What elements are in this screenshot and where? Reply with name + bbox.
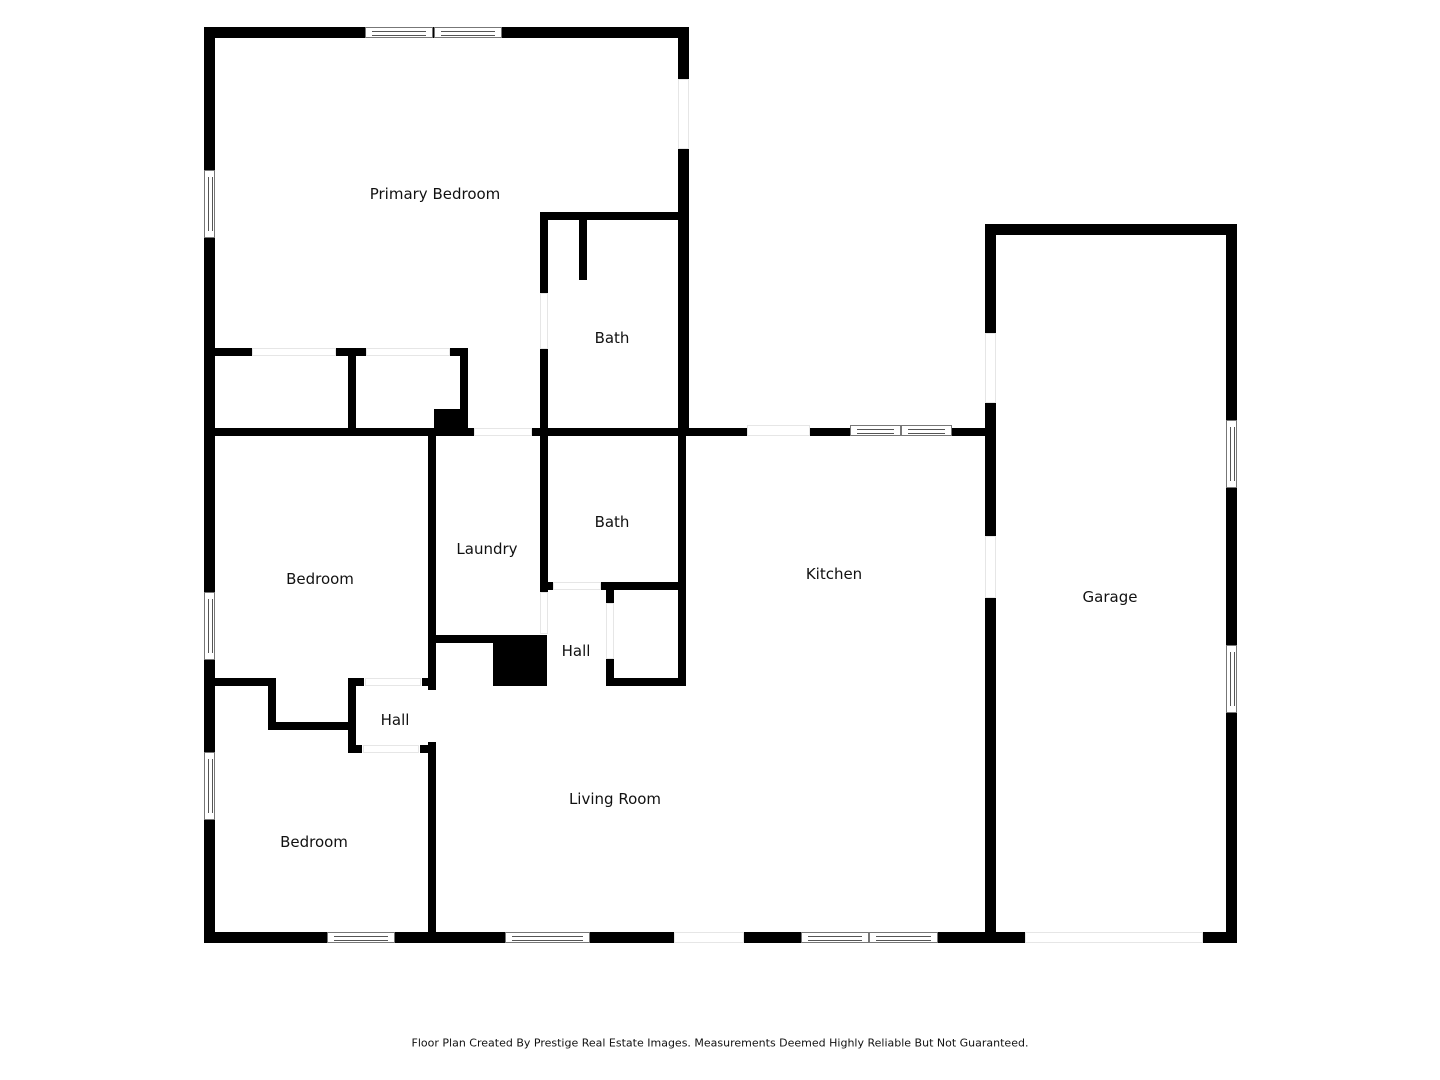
room-label-hall-1: Hall	[561, 642, 591, 660]
window	[901, 425, 952, 436]
wall	[204, 428, 996, 436]
closet-door	[252, 348, 336, 356]
room-label-bedroom-2: Bedroom	[280, 833, 348, 851]
wall	[985, 598, 996, 943]
window	[1226, 645, 1237, 713]
window	[204, 170, 215, 238]
wall	[678, 428, 686, 686]
wall	[428, 635, 546, 643]
wall	[460, 348, 468, 434]
room-label-kitchen: Kitchen	[805, 565, 863, 583]
room-label-bath-2: Bath	[594, 513, 630, 531]
front-door	[674, 932, 744, 943]
wall	[540, 428, 548, 592]
door-opening	[985, 333, 996, 403]
wall	[606, 678, 686, 686]
wall	[204, 27, 215, 943]
room-label-hall-2: Hall	[380, 711, 410, 729]
garage-door	[1025, 932, 1203, 943]
room-label-laundry: Laundry	[456, 540, 518, 558]
room-label-primary-bath: Bath	[594, 329, 630, 347]
door-opening	[678, 79, 689, 149]
door-opening	[363, 745, 419, 753]
window	[327, 932, 395, 943]
wall	[985, 224, 996, 333]
wall	[428, 742, 436, 942]
door-opening	[606, 603, 614, 659]
wall	[268, 722, 356, 730]
room-label-bedroom-1: Bedroom	[286, 570, 354, 588]
window	[204, 592, 215, 660]
wall	[348, 678, 356, 753]
room-label-garage: Garage	[1082, 588, 1138, 606]
room-label-primary-bedroom: Primary Bedroom	[369, 185, 501, 203]
window	[204, 752, 215, 820]
wall	[678, 27, 689, 436]
door-opening	[540, 592, 548, 634]
wall	[204, 678, 276, 686]
wall	[540, 212, 688, 220]
window	[850, 425, 901, 436]
window	[434, 27, 502, 38]
door-opening	[747, 425, 810, 436]
wall	[268, 678, 276, 730]
wall	[985, 224, 1237, 235]
door-opening	[553, 582, 601, 590]
wall	[985, 403, 996, 436]
wall	[204, 348, 468, 356]
door-opening	[540, 293, 548, 349]
wall	[348, 678, 364, 686]
chimney-block	[493, 635, 547, 686]
window	[801, 932, 869, 943]
window	[505, 932, 590, 943]
wall	[348, 348, 356, 434]
wall	[579, 212, 587, 280]
wall	[204, 932, 996, 943]
window	[1226, 420, 1237, 488]
door-opening	[365, 678, 421, 686]
disclaimer-text: Floor Plan Created By Prestige Real Esta…	[411, 1036, 1029, 1050]
wall	[348, 745, 362, 753]
wall	[422, 678, 436, 686]
door-opening	[985, 536, 996, 598]
wall	[1226, 224, 1237, 943]
wall	[428, 428, 436, 690]
room-label-living-room: Living Room	[568, 790, 662, 808]
closet-door	[366, 348, 450, 356]
window	[365, 27, 433, 38]
window	[869, 932, 938, 943]
door-opening	[474, 428, 532, 436]
wall	[985, 428, 996, 536]
